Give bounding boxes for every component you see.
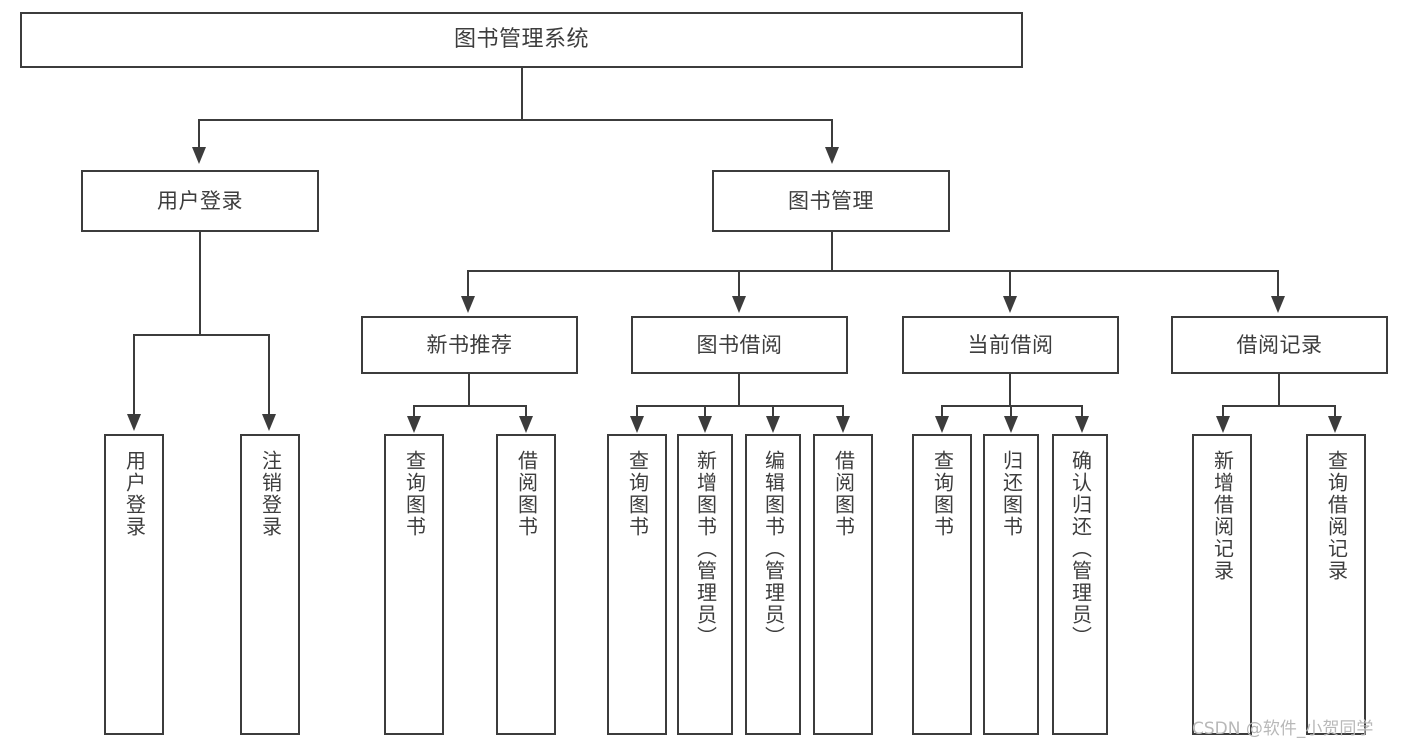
connector-root-to-book-manage — [831, 119, 833, 149]
arrowhead-leaf-confirm-return — [1075, 416, 1089, 433]
arrowhead-leaf-query-book-3 — [935, 416, 949, 433]
connector-to-borrow-record — [1277, 270, 1279, 298]
node-current-borrow[interactable]: 当前借阅 — [902, 316, 1119, 374]
connector-new-book-leaf-2 — [525, 405, 527, 418]
connector-new-book-leaf-1 — [413, 405, 415, 418]
connector-borrow-record-bus — [1222, 405, 1336, 407]
connector-current-borrow-leaf-2 — [1010, 405, 1012, 418]
node-label: 当前借阅 — [967, 332, 1054, 357]
connector-user-login-stem — [199, 232, 201, 334]
connector-book-borrow-bus — [636, 405, 844, 407]
node-book-borrow[interactable]: 图书借阅 — [631, 316, 848, 374]
connector-to-new-book — [467, 270, 469, 298]
leaf-logout[interactable]: 注销登录 — [240, 434, 300, 735]
node-book-manage[interactable]: 图书管理 — [712, 170, 950, 232]
leaf-user-login[interactable]: 用户登录 — [104, 434, 164, 735]
leaf-query-borrow-record[interactable]: 查询借阅记录 — [1306, 434, 1366, 735]
node-label: 查询借阅记录 — [1324, 450, 1349, 582]
arrowhead-leaf-edit-book — [766, 416, 780, 433]
leaf-borrow-book-recommend[interactable]: 借阅图书 — [496, 434, 556, 735]
connector-book-borrow-leaf-2 — [704, 405, 706, 418]
node-label: 注销登录 — [258, 450, 283, 538]
arrowhead-new-book — [461, 296, 475, 313]
node-label: 新增图书（管理员） — [693, 450, 718, 648]
connector-to-current-borrow — [1009, 270, 1011, 298]
arrowhead-leaf-add-record — [1216, 416, 1230, 433]
node-label: 借阅记录 — [1236, 332, 1323, 357]
connector-current-borrow-leaf-3 — [1081, 405, 1083, 418]
leaf-add-book[interactable]: 新增图书（管理员） — [677, 434, 733, 735]
node-label: 借阅图书 — [514, 450, 539, 538]
arrowhead-book-manage — [825, 147, 839, 164]
node-label: 图书管理系统 — [453, 27, 589, 53]
arrowhead-current-borrow — [1003, 296, 1017, 313]
arrowhead-book-borrow — [732, 296, 746, 313]
arrowhead-leaf-query-book-1 — [407, 416, 421, 433]
node-label: 编辑图书（管理员） — [761, 450, 786, 648]
node-label: 图书管理 — [788, 188, 874, 213]
connector-book-borrow-leaf-4 — [842, 405, 844, 418]
connector-root-stem — [521, 68, 523, 119]
connector-current-borrow-stem — [1009, 374, 1011, 405]
connector-new-book-stem — [468, 374, 470, 405]
connector-borrow-record-leaf-2 — [1334, 405, 1336, 418]
connector-root-bus — [198, 119, 833, 121]
arrowhead-leaf-add-book — [698, 416, 712, 433]
node-label: 查询图书 — [402, 450, 427, 538]
leaf-query-book-recommend[interactable]: 查询图书 — [384, 434, 444, 735]
connector-current-borrow-leaf-1 — [941, 405, 943, 418]
node-user-login[interactable]: 用户登录 — [81, 170, 319, 232]
node-root-system[interactable]: 图书管理系统 — [20, 12, 1023, 68]
connector-root-to-user-login — [198, 119, 200, 149]
connector-book-manage-bus — [467, 270, 1279, 272]
connector-borrow-record-leaf-1 — [1222, 405, 1224, 418]
arrowhead-borrow-record — [1271, 296, 1285, 313]
leaf-edit-book[interactable]: 编辑图书（管理员） — [745, 434, 801, 735]
node-label: 查询图书 — [930, 450, 955, 538]
arrowhead-leaf-borrow-book-1 — [519, 416, 533, 433]
arrowhead-leaf-logout — [262, 414, 276, 431]
connector-to-book-borrow — [738, 270, 740, 298]
node-label: 查询图书 — [625, 450, 650, 538]
connector-book-borrow-leaf-3 — [772, 405, 774, 418]
node-label: 确认归还（管理员） — [1068, 450, 1093, 648]
connector-book-borrow-leaf-1 — [636, 405, 638, 418]
leaf-confirm-return[interactable]: 确认归还（管理员） — [1052, 434, 1108, 735]
csdn-watermark: CSDN @软件_小贺同学 — [1192, 719, 1374, 739]
arrowhead-leaf-query-book-2 — [630, 416, 644, 433]
node-label: 借阅图书 — [831, 450, 856, 538]
connector-book-manage-stem — [831, 232, 833, 270]
node-label: 归还图书 — [999, 450, 1024, 538]
leaf-add-borrow-record[interactable]: 新增借阅记录 — [1192, 434, 1252, 735]
leaf-query-book-current[interactable]: 查询图书 — [912, 434, 972, 735]
connector-borrow-record-stem — [1278, 374, 1280, 405]
arrowhead-leaf-query-record — [1328, 416, 1342, 433]
connector-user-login-leaf-2 — [268, 334, 270, 416]
connector-new-book-bus — [413, 405, 527, 407]
node-label: 用户登录 — [157, 188, 243, 213]
node-label: 用户登录 — [122, 450, 147, 538]
leaf-return-book[interactable]: 归还图书 — [983, 434, 1039, 735]
node-label: 新书推荐 — [426, 332, 513, 357]
node-borrow-record[interactable]: 借阅记录 — [1171, 316, 1388, 374]
arrowhead-leaf-user-login — [127, 414, 141, 431]
leaf-borrow-book[interactable]: 借阅图书 — [813, 434, 873, 735]
connector-current-borrow-bus — [941, 405, 1083, 407]
arrowhead-user-login — [192, 147, 206, 164]
connector-user-login-bus — [133, 334, 269, 336]
leaf-query-book-borrow[interactable]: 查询图书 — [607, 434, 667, 735]
arrowhead-leaf-borrow-book-2 — [836, 416, 850, 433]
connector-user-login-leaf-1 — [133, 334, 135, 416]
node-label: 新增借阅记录 — [1210, 450, 1235, 582]
node-label: 图书借阅 — [696, 332, 783, 357]
arrowhead-leaf-return-book — [1004, 416, 1018, 433]
connector-book-borrow-stem — [738, 374, 740, 405]
node-new-book-recommend[interactable]: 新书推荐 — [361, 316, 578, 374]
